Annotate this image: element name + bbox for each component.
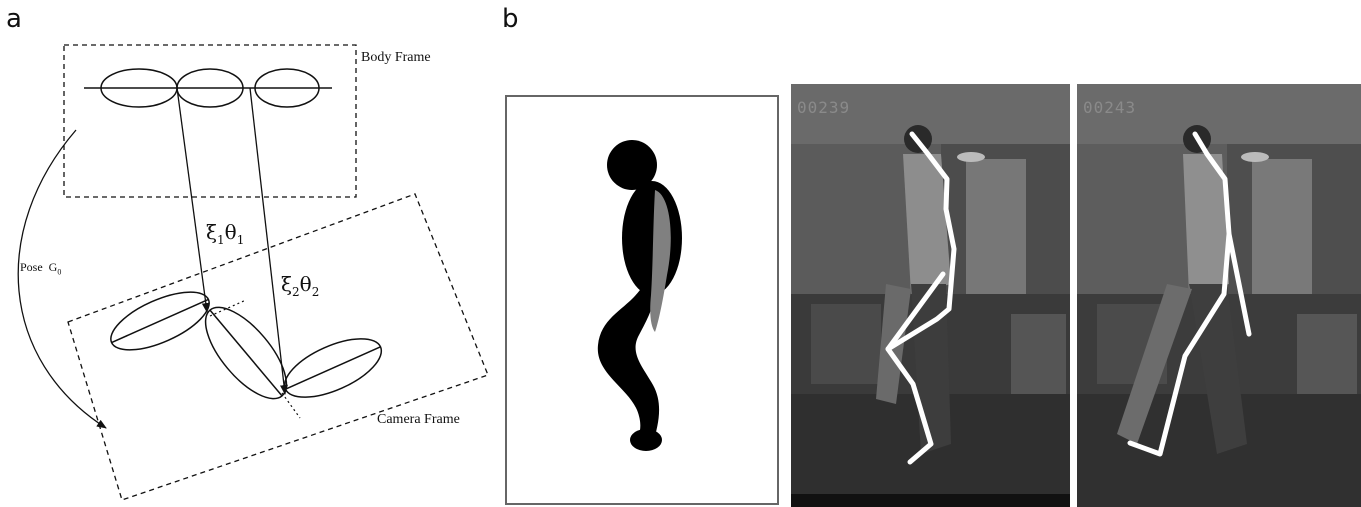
silhouette-panel [505,95,779,505]
twist-2-label: ξ2θ2 [281,272,319,299]
twist-arrow-2 [250,88,285,394]
body-frame-label: Body Frame [361,50,431,66]
pose-label: Pose G0 [20,260,61,276]
twist-1-xi: ξ [206,220,217,244]
twist-1-theta: θ [225,220,237,244]
camera-link-1 [103,280,217,361]
pose-subscript: 0 [57,267,61,276]
body-frame-box [64,45,356,197]
video-frame-1: 00239 [791,84,1070,507]
twist-2-theta-sub: 2 [312,285,320,299]
silhouette-foot [630,429,662,451]
camera-frame-label: Camera Frame [377,412,460,428]
kinematic-chain-diagram [0,0,500,507]
twist-1-xi-sub: 1 [217,233,225,247]
pose-label-prefix: Pose [20,260,43,274]
twist-2-xi: ξ [281,272,292,296]
camera-link-3 [277,327,390,409]
frame-1-number: 00239 [797,98,850,117]
video-frame-2-scene [1077,84,1361,507]
camera-link-2 [192,295,301,412]
twist-arrow-1 [177,88,207,312]
twist-2-theta: θ [300,272,312,296]
frame-2-number: 00243 [1083,98,1136,117]
pose-curve-arrow [18,130,106,428]
twist-1-theta-sub: 1 [237,233,245,247]
camera-frame-box [68,194,488,500]
twist-2-xi-sub: 2 [292,285,300,299]
video-frame-1-scene [791,84,1070,507]
panel-b-letter: b [502,4,519,34]
twist-1-label: ξ1θ1 [206,220,244,247]
video-frame-2: 00243 [1077,84,1361,507]
